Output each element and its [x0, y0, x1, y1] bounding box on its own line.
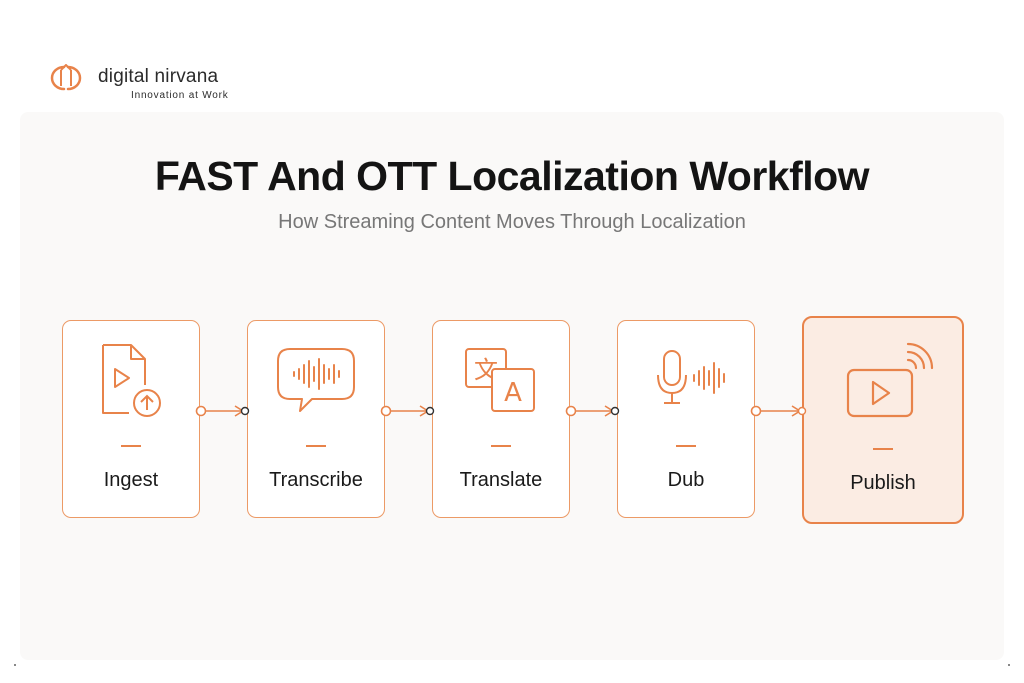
workflow-step-translate: 文 A Translate: [432, 320, 570, 518]
workflow-step-publish: Publish: [802, 316, 964, 524]
connector-arrow: [750, 405, 807, 417]
speech-bubble-waveform-icon: [277, 348, 355, 412]
microphone-waveform-icon: [657, 350, 725, 404]
connector-arrow: [380, 405, 435, 417]
logo-mark-icon: [50, 64, 82, 91]
video-file-upload-icon: [102, 344, 161, 417]
step-divider: [306, 445, 326, 447]
brand-tagline: Innovation at Work: [131, 90, 229, 101]
workflow-step-dub: Dub: [617, 320, 755, 518]
step-label: Publish: [850, 472, 916, 494]
step-divider: [873, 448, 893, 450]
connector-arrow: [565, 405, 620, 417]
translate-icon: 文 A: [465, 348, 535, 412]
broadcast-screen-icon: [846, 342, 934, 418]
step-divider: [676, 445, 696, 447]
brand-name: digital nirvana: [98, 66, 219, 87]
step-label: Translate: [459, 469, 543, 491]
svg-text:A: A: [504, 378, 522, 408]
step-divider: [121, 445, 141, 447]
step-label: Dub: [667, 469, 705, 491]
brand-logo: digital nirvana Innovation at Work: [42, 60, 252, 104]
step-label: Transcribe: [269, 469, 363, 491]
connector-arrow: [195, 405, 250, 417]
corner-mark: [1008, 664, 1010, 666]
corner-mark: [14, 664, 16, 666]
step-divider: [491, 445, 511, 447]
step-label: Ingest: [103, 469, 159, 491]
page-title: FAST And OTT Localization Workflow: [154, 153, 870, 199]
workflow-step-transcribe: Transcribe: [247, 320, 385, 518]
page-subtitle: How Streaming Content Moves Through Loca…: [278, 211, 746, 233]
workflow-step-ingest: Ingest: [62, 320, 200, 518]
